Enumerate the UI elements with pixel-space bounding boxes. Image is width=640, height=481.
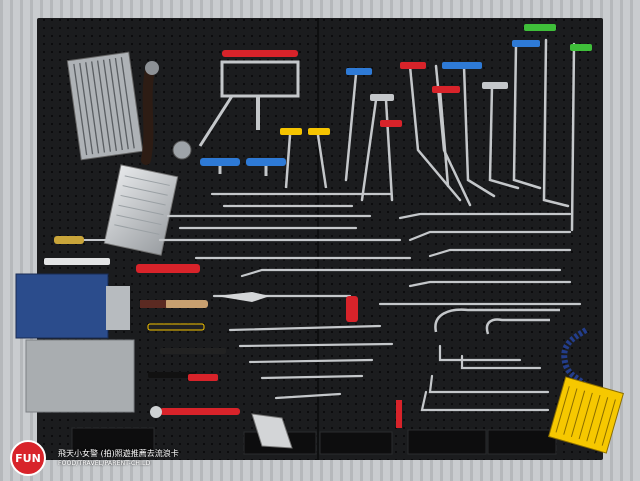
blue-pad (15, 273, 109, 339)
horizontal-rods (158, 192, 582, 412)
blue-t-handles (200, 158, 286, 176)
rod-handles (346, 24, 592, 127)
suction-cup (172, 140, 192, 160)
t-bar-puller (220, 50, 300, 130)
blade-rack (66, 51, 144, 161)
red-knob (346, 296, 358, 322)
watermark-logo: FUN (10, 440, 46, 476)
red-slide-handle (136, 264, 200, 273)
hanging-rods (344, 38, 576, 232)
watermark-text: 飛天小女警 (拍)照遊推薦去流浪卡 (58, 449, 179, 458)
tab-plate-ridges (114, 175, 170, 235)
slide-hammer (141, 61, 159, 165)
svg-text:FUN: FUN (15, 452, 41, 465)
spatula (216, 292, 270, 302)
white-bar (44, 258, 110, 265)
small-hammers (140, 300, 240, 418)
red-marker (396, 400, 402, 428)
blade-scraper (251, 413, 293, 449)
yellow-board-lines (555, 386, 616, 446)
metal-sheet (25, 339, 135, 413)
curved-hooks (434, 308, 560, 335)
gold-grip (54, 236, 84, 244)
gooseneck-arm (561, 327, 591, 394)
metal-sheet-small (106, 286, 130, 330)
lever-tool (198, 95, 234, 147)
yellow-t-handles (280, 128, 330, 189)
watermark-subtext: FOOD/TRAVEL/PARENT-CHILD (58, 460, 151, 467)
